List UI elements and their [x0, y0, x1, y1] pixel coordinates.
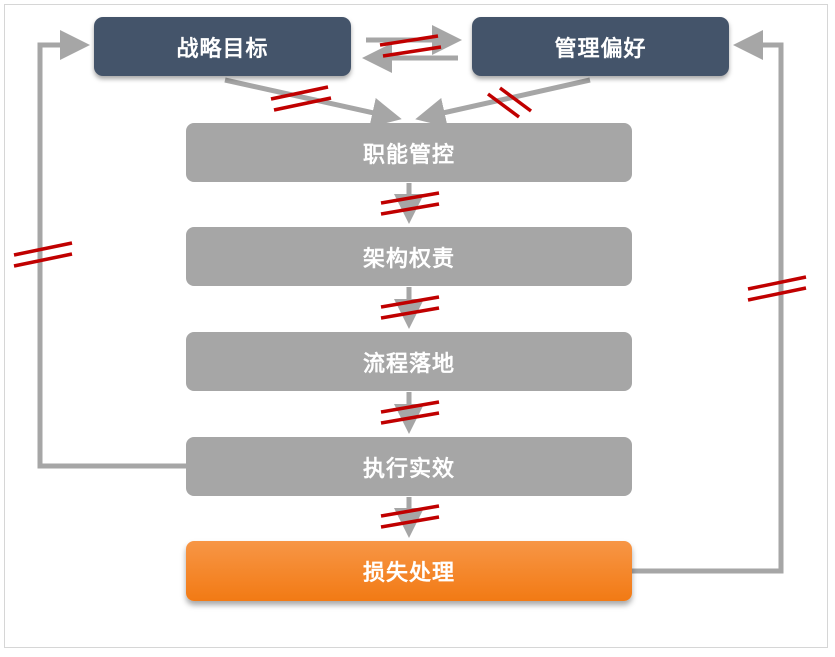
node-execution-effectiveness-label: 执行实效: [362, 456, 455, 482]
node-process-implementation: 流程落地: [186, 332, 632, 391]
node-function-control: 职能管控: [186, 123, 632, 182]
node-loss-handling: 损失处理: [186, 541, 632, 601]
break-mark-top-center: [379, 34, 442, 58]
break-mark-strategy-link: [270, 85, 332, 112]
arrow-strategy-to-function: [224, 77, 402, 128]
break-mark-function-architecture: [380, 191, 440, 216]
node-strategy-goal: 战略目标: [94, 17, 351, 76]
node-strategy-goal-label: 战略目标: [176, 36, 269, 62]
node-function-control-label: 职能管控: [362, 142, 455, 168]
node-execution-effectiveness: 执行实效: [186, 437, 632, 496]
node-process-implementation-label: 流程落地: [362, 351, 455, 377]
break-marks: [13, 34, 807, 529]
node-loss-handling-label: 损失处理: [362, 561, 455, 586]
node-management-preference-label: 管理偏好: [554, 36, 647, 62]
break-mark-left-loop: [13, 241, 73, 268]
break-mark-architecture-process: [380, 295, 440, 320]
node-architecture-responsibility: 架构权责: [186, 227, 632, 286]
feedback-loss-to-preference: [632, 30, 784, 574]
node-architecture-responsibility-label: 架构权责: [362, 246, 455, 272]
break-mark-right-loop: [747, 275, 807, 302]
break-mark-preference-link: [486, 86, 533, 119]
break-mark-process-execution: [380, 400, 440, 425]
node-management-preference: 管理偏好: [472, 17, 729, 76]
feedback-execution-to-strategy: [37, 30, 186, 469]
break-mark-execution-loss: [380, 504, 440, 529]
arrow-preference-to-function: [415, 77, 591, 128]
